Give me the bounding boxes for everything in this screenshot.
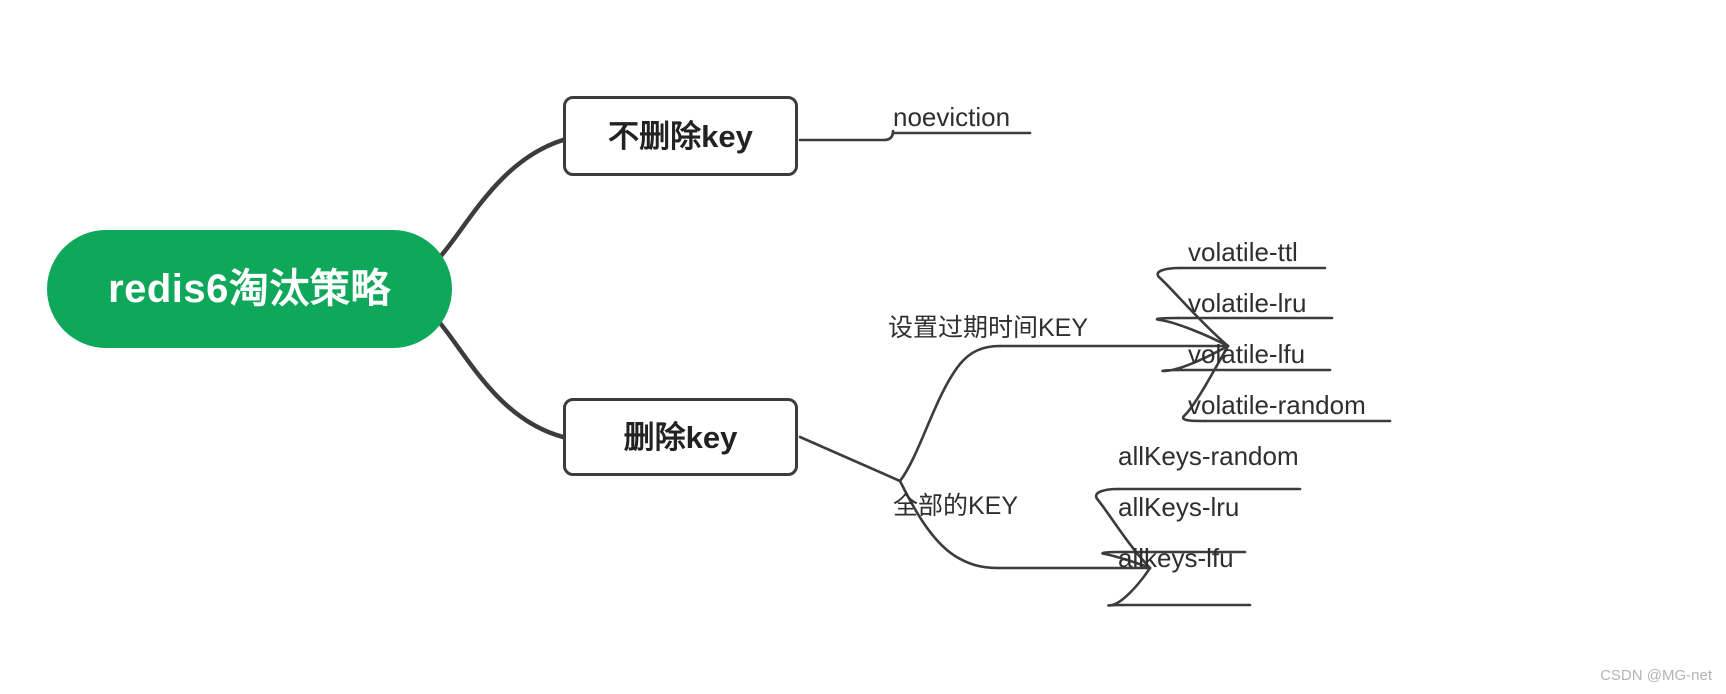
edge-no-delete-to-noeviction	[798, 129, 895, 142]
edge-root-to-no-delete	[437, 137, 566, 260]
node-no-delete-key-label: 不删除key	[608, 118, 753, 154]
root-node-redis6-eviction-policy[interactable]: redis6淘汰策略	[47, 230, 452, 348]
node-volatile-lfu[interactable]: volatile-lfu	[1188, 339, 1306, 369]
node-noeviction[interactable]: noeviction	[893, 102, 1011, 132]
node-delete-key-label: 删除key	[623, 419, 738, 455]
node-volatile-random[interactable]: volatile-random	[1188, 390, 1366, 420]
node-volatile-lru[interactable]: volatile-lru	[1188, 288, 1307, 318]
node-allkeys-lru[interactable]: allKeys-lru	[1118, 492, 1240, 522]
edge-root-to-delete	[437, 320, 566, 440]
node-no-delete-key[interactable]: 不删除key	[563, 96, 798, 176]
root-node-label: redis6淘汰策略	[108, 267, 391, 311]
node-delete-key[interactable]: 删除key	[563, 398, 798, 476]
node-allkeys-lfu[interactable]: allkeys-lfu	[1118, 543, 1234, 573]
node-all-keys[interactable]: 全部的KEY	[893, 492, 1019, 520]
csdn-watermark: CSDN @MG-net	[1600, 667, 1712, 684]
node-allkeys-random[interactable]: allKeys-random	[1118, 441, 1299, 471]
edge-split-to-volatile-group	[898, 344, 1002, 483]
edge-delete-to-split	[798, 435, 902, 483]
edge-allkeys-lfu	[1107, 566, 1152, 607]
node-volatile-ttl[interactable]: volatile-ttl	[1188, 237, 1298, 267]
node-expiring-keys[interactable]: 设置过期时间KEY	[888, 314, 1089, 342]
